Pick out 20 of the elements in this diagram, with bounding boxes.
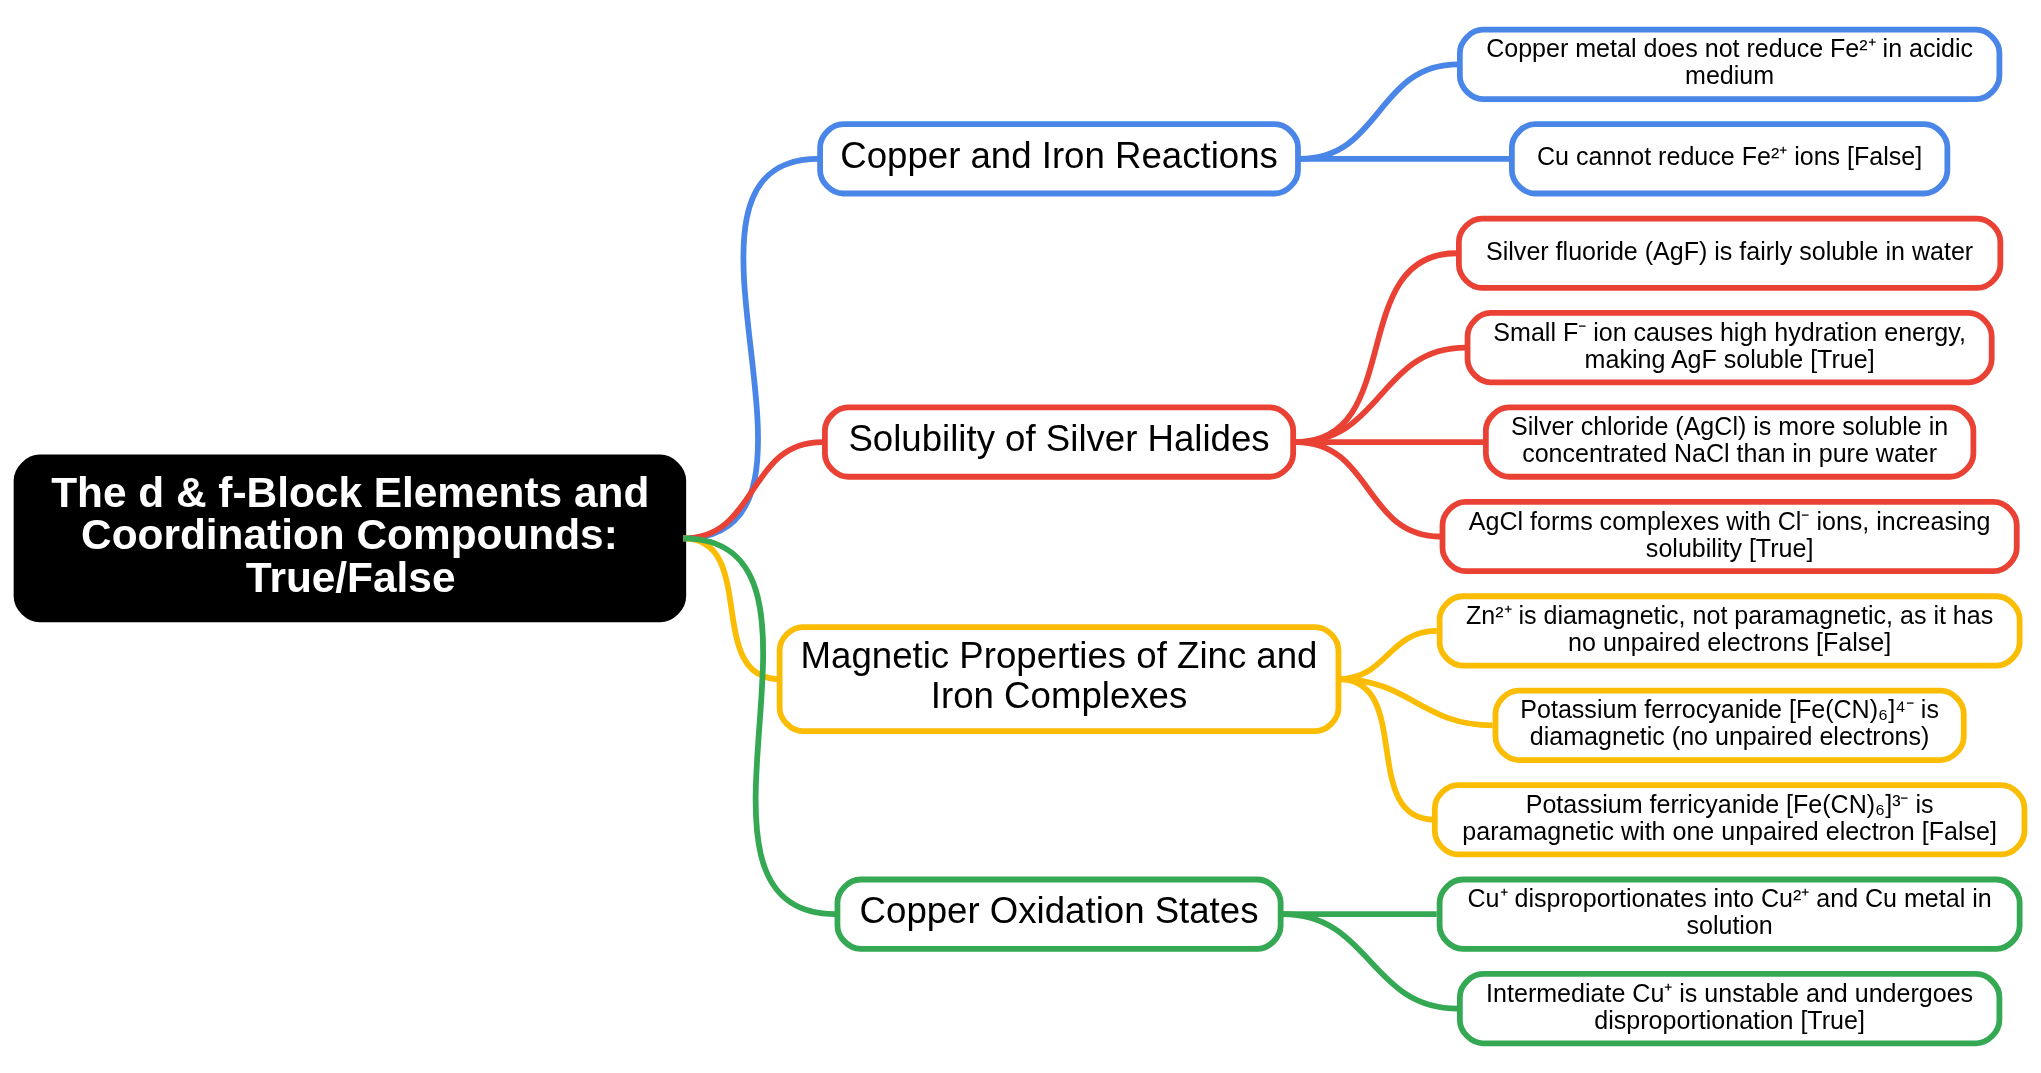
node-box: Potassium ferricyanide [Fe(CN)₆]³⁻ is paramagnetic with one unpaired electron [False] <box>1431 782 2028 858</box>
node-box: Small F⁻ ion causes high hydration energy, making AgF soluble [True] <box>1464 310 1995 386</box>
node-box: Magnetic Properties of Zinc and Iron Complexes <box>776 624 1342 734</box>
node-box: Solubility of Silver Halides <box>822 404 1297 480</box>
node-box: Silver fluoride (AgF) is fairly soluble in water <box>1456 215 2004 291</box>
node-box: Cu⁺ disproportionates into Cu²⁺ and Cu metal in solution <box>1436 876 2023 952</box>
node-box: Copper Oxidation States <box>834 876 1284 952</box>
node-box: Cu cannot reduce Fe²⁺ ions [False] <box>1509 121 1951 197</box>
connector <box>1295 439 1441 540</box>
node-box: The d & f-Block Elements and Coordination Compounds: True/False <box>13 454 687 623</box>
node-box: Intermediate Cu⁺ is unstable and undergoes disproportionation [True] <box>1456 971 2003 1047</box>
node-box: Copper and Iron Reactions <box>817 121 1301 197</box>
node-box: Copper metal does not reduce Fe²⁺ in acidic medium <box>1456 26 2003 102</box>
connector <box>1282 911 1459 1012</box>
node-box: Potassium ferrocyanide [Fe(CN)₆]⁴⁻ is diamagnetic (no unpaired electrons) <box>1492 687 1967 763</box>
connector <box>682 535 837 918</box>
connector <box>1299 155 1510 162</box>
node-box: Zn²⁺ is diamagnetic, not paramagnetic, as it has no unpaired electrons [False] <box>1436 593 2023 669</box>
node-box: AgCl forms complexes with Cl⁻ ions, increasing solubility [True] <box>1439 498 2020 575</box>
node-box: Silver chloride (AgCl) is more soluble in concentrated NaCl than in pure water <box>1482 404 1977 480</box>
